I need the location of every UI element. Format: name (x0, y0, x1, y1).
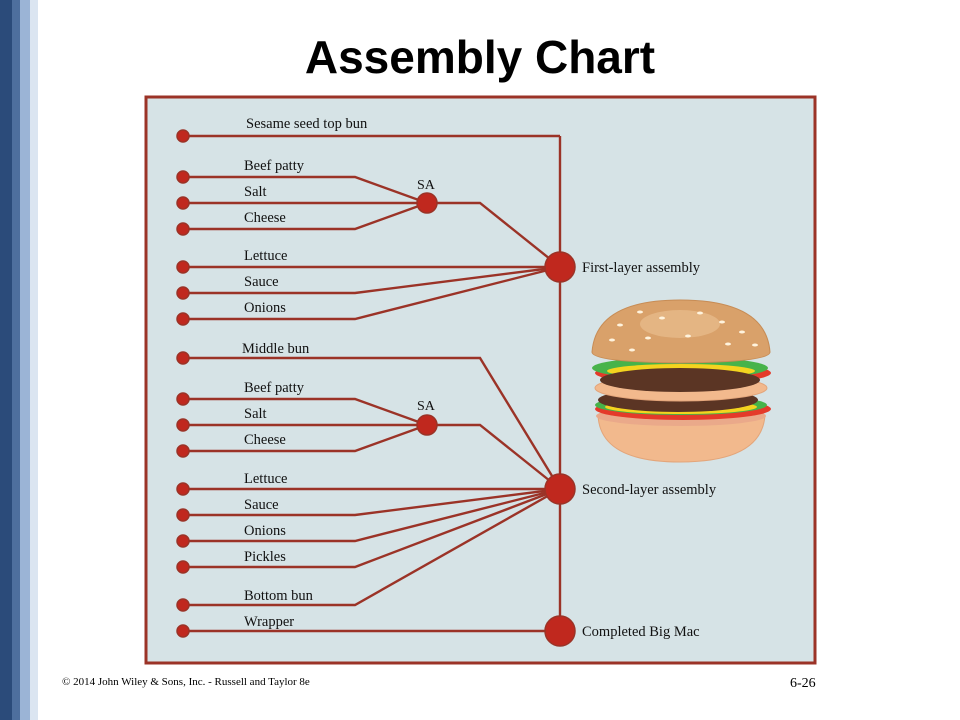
component-node (176, 222, 190, 236)
component-node (176, 351, 190, 365)
component-label: Wrapper (244, 614, 294, 630)
component-line (183, 423, 428, 453)
component-line (183, 397, 428, 427)
assembly-node (544, 615, 576, 647)
subassembly-node (416, 414, 438, 436)
component-label: Salt (244, 406, 267, 422)
component-label: Onions (244, 300, 286, 316)
component-node (176, 312, 190, 326)
assembly-node (544, 251, 576, 283)
component-label: Lettuce (244, 471, 287, 487)
component-line (183, 265, 561, 295)
component-node (176, 286, 190, 300)
component-label: Middle bun (242, 341, 310, 357)
component-node (176, 482, 190, 496)
component-label: Cheese (244, 432, 286, 448)
component-line (183, 201, 428, 231)
component-node (176, 508, 190, 522)
page-number: 6-26 (790, 676, 816, 691)
component-node (176, 129, 190, 143)
component-label: Sauce (244, 274, 279, 290)
component-line (183, 265, 561, 321)
sidebar-stripe-mid (12, 0, 20, 720)
component-node (176, 534, 190, 548)
big-mac-illustration (591, 299, 771, 463)
component-label: Pickles (244, 549, 286, 565)
component-node (176, 196, 190, 210)
assembly-label: Second-layer assembly (582, 482, 717, 498)
component-node (176, 260, 190, 274)
component-label: Sauce (244, 497, 279, 513)
connector-lines (183, 134, 562, 633)
component-node (176, 444, 190, 458)
component-node (176, 598, 190, 612)
page-title: Assembly Chart (304, 31, 656, 83)
component-label: Cheese (244, 210, 286, 226)
assembly-label: First-layer assembly (582, 260, 701, 276)
component-label: Onions (244, 523, 286, 539)
sidebar-stripe-dark (0, 0, 12, 720)
component-line (183, 487, 561, 569)
component-node (176, 418, 190, 432)
subassembly-label: SA (417, 178, 436, 193)
component-line (183, 487, 561, 607)
sidebar-stripe-light (20, 0, 30, 720)
component-line (183, 175, 428, 205)
component-line (183, 487, 561, 543)
component-node (176, 624, 190, 638)
component-label: Lettuce (244, 248, 287, 264)
component-label: Sesame seed top bun (246, 116, 368, 132)
nodes (176, 129, 576, 647)
subassembly-line (427, 201, 561, 268)
labels: Sesame seed top bun Beef patty Salt Chee… (242, 116, 717, 640)
component-label: Beef patty (244, 158, 305, 174)
assembly-node (544, 473, 576, 505)
copyright-text: © 2014 John Wiley & Sons, Inc. - Russell… (62, 676, 310, 688)
component-node (176, 560, 190, 574)
subassembly-node (416, 192, 438, 214)
component-line (183, 356, 562, 490)
component-label: Bottom bun (244, 588, 314, 604)
component-line (183, 487, 561, 517)
component-node (176, 392, 190, 406)
subassembly-label: SA (417, 399, 436, 414)
component-label: Beef patty (244, 380, 305, 396)
component-node (176, 170, 190, 184)
subassembly-line (427, 423, 561, 490)
sidebar-stripe-pale (30, 0, 38, 720)
assembly-label: Completed Big Mac (582, 624, 700, 640)
component-label: Salt (244, 184, 267, 200)
